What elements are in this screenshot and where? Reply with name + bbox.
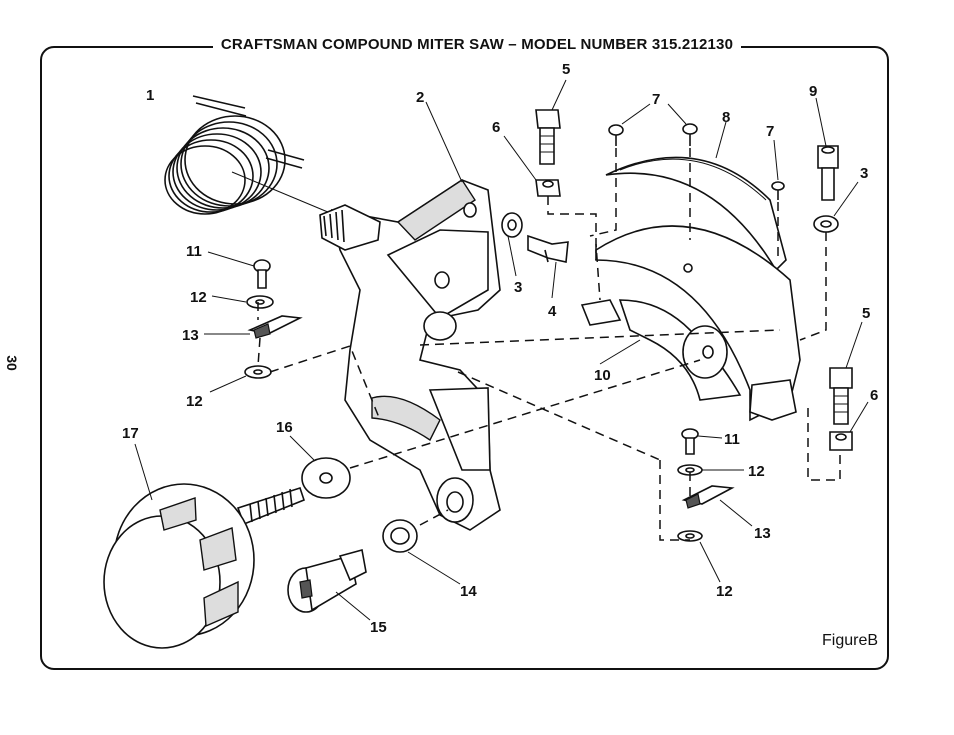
callout-1: 1 [146, 87, 154, 104]
callout-13-left: 13 [182, 327, 199, 344]
nut-top-leader [503, 135, 537, 181]
socket-bolt-part [817, 145, 839, 201]
diagram-title-wrap: CRAFTSMAN COMPOUND MITER SAW – MODEL NUM… [0, 36, 954, 54]
screw7-leader-b [667, 103, 687, 125]
washer14-leader [407, 551, 461, 585]
hex-screw-part [527, 234, 569, 263]
washer-14-part [382, 519, 418, 553]
clip13-right-leader [719, 499, 753, 527]
callout-2: 2 [416, 89, 424, 106]
hex-nut-top-part [535, 179, 561, 197]
guard-housing-part [580, 225, 801, 422]
pan-screw-7-left [608, 124, 624, 146]
callout-12-d: 12 [716, 583, 733, 600]
callout-10: 10 [594, 367, 611, 384]
spring-leader [231, 171, 336, 216]
washer-16-part [301, 457, 351, 499]
callout-3-right: 3 [860, 165, 868, 182]
callout-6-top: 6 [492, 119, 500, 136]
assembly-lines [257, 148, 841, 541]
nut-right-leader [849, 401, 869, 433]
callout-6-right: 6 [870, 387, 878, 404]
callout-7-top: 7 [652, 91, 660, 108]
lock-washer-part [501, 212, 523, 238]
washer12d-leader [699, 541, 721, 583]
housing-leader [599, 339, 641, 365]
washer-leader-b [507, 235, 517, 277]
knob-leader [134, 443, 153, 501]
callout-11-left: 11 [186, 243, 202, 260]
screw7-leader-a [621, 103, 651, 125]
callout-16: 16 [276, 419, 293, 436]
scale-leader [715, 121, 727, 159]
shoulder-screw-leader [335, 591, 371, 621]
callout-3-bracket: 3 [514, 279, 522, 296]
shoulder-screw-part [287, 548, 367, 613]
bolt-top-leader [551, 79, 567, 111]
callout-15: 15 [370, 619, 387, 636]
screw-leader [551, 261, 557, 299]
diagram-title: CRAFTSMAN COMPOUND MITER SAW – MODEL NUM… [212, 36, 742, 53]
callout-labels: 1 2 5 6 7 8 7 9 3 11 3 4 12 13 12 10 5 6… [122, 61, 878, 636]
callout-12-b: 12 [186, 393, 203, 410]
hex-bolt-top-part [535, 109, 561, 165]
washer12b-leader [209, 375, 247, 393]
screw11-right-leader [697, 435, 723, 439]
figure-label: FigureB [822, 632, 879, 649]
torsion-spring-part [164, 95, 305, 215]
washer-12b-part [244, 365, 272, 379]
flat-washer-right-part [813, 215, 839, 233]
screw-11-right-part [681, 428, 699, 455]
callout-8: 8 [722, 109, 730, 126]
washer16-leader [289, 435, 315, 461]
washer-12d-part [677, 530, 703, 542]
socket-bolt-leader [815, 97, 827, 147]
washer-12a-part [246, 295, 274, 309]
callout-17: 17 [122, 425, 139, 442]
bevel-lock-knob-part [103, 483, 305, 649]
washer-right-leader [833, 181, 859, 217]
pan-screw-7-right [771, 181, 785, 200]
callout-12-c: 12 [748, 463, 765, 480]
bevel-bracket-part [319, 179, 501, 531]
callout-12-a: 12 [190, 289, 207, 306]
pan-screw-7-mid [682, 123, 698, 146]
clip-13-right-part [681, 485, 735, 509]
callout-5-right: 5 [862, 305, 870, 322]
screw7-leader-c [773, 139, 779, 181]
bracket-leader [425, 101, 463, 183]
callout-13-right: 13 [754, 525, 771, 542]
washer12a-leader [211, 295, 247, 303]
hex-bolt-right-part [829, 367, 853, 425]
screw-11-left-part [253, 259, 271, 289]
callout-4: 4 [548, 303, 557, 320]
clip-13-left-part [247, 315, 303, 339]
hex-nut-right-part [829, 431, 853, 451]
callout-14: 14 [460, 583, 477, 600]
bolt-right-leader [845, 321, 863, 369]
screw11-left-leader [207, 251, 255, 267]
callout-5-top: 5 [562, 61, 570, 78]
bevel-scale-part [605, 156, 787, 272]
callout-11-right: 11 [724, 431, 740, 448]
callout-7-right: 7 [766, 123, 774, 140]
callout-9: 9 [809, 83, 817, 100]
